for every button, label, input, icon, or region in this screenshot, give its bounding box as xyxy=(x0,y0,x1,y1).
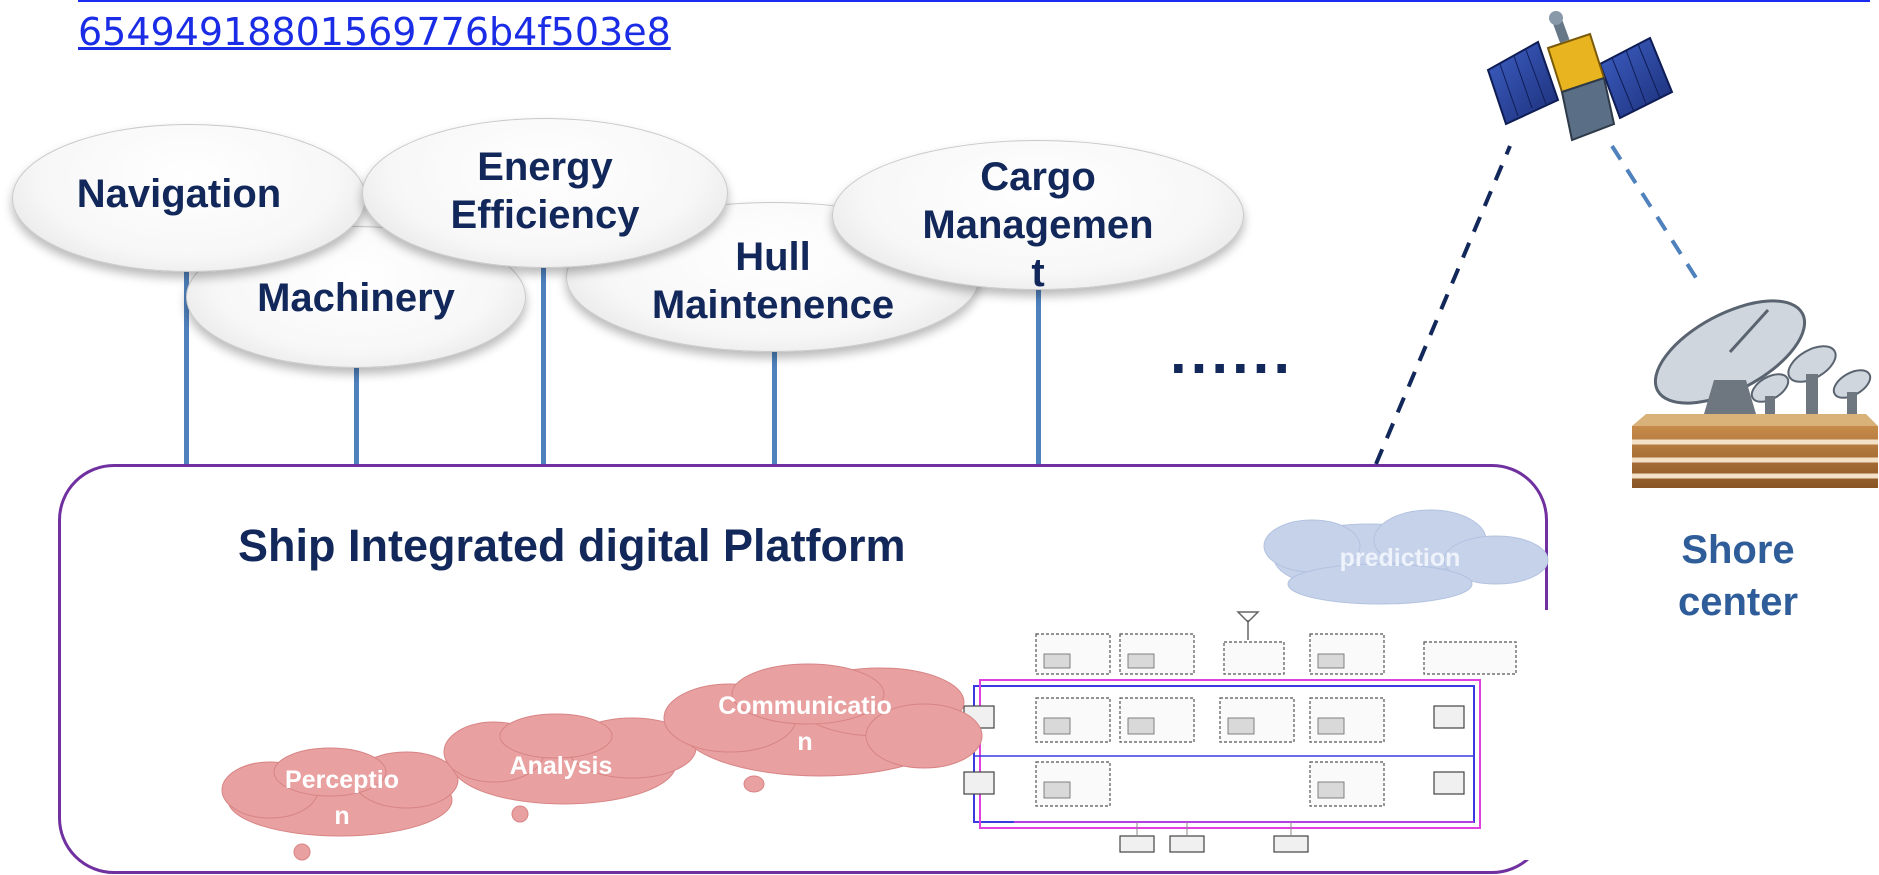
perception-cloud xyxy=(221,747,459,861)
prediction-cloud xyxy=(1263,509,1549,605)
analysis-cloud xyxy=(443,713,697,823)
satellite-icon xyxy=(1486,11,1674,142)
shore-center-label: Shore center xyxy=(1677,528,1799,624)
platform-title: Ship Integrated digital Platform xyxy=(238,520,906,571)
connector-energy xyxy=(541,262,546,468)
navigation-label: Navigation xyxy=(76,172,282,216)
navigation-ellipse: Navigation xyxy=(12,124,366,272)
hull-label: Hull Maintenence xyxy=(651,235,895,327)
uplink-dashed-line xyxy=(1374,145,1512,465)
energy-efficiency-ellipse: Energy Efficiency xyxy=(362,118,728,268)
communication-label: Communicatio n xyxy=(718,692,892,756)
connector-navigation xyxy=(184,270,189,468)
machinery-label: Machinery xyxy=(257,276,455,320)
cargo-label: Cargo Managemen t xyxy=(922,155,1154,295)
cargo-ellipse: Cargo Managemen t xyxy=(832,140,1244,295)
connector-cargo xyxy=(1036,288,1041,468)
connector-machinery xyxy=(354,366,359,468)
more-applications-marker: ...... xyxy=(1170,319,1295,386)
network-schematic xyxy=(944,610,1556,860)
prediction-label: prediction xyxy=(1339,544,1461,572)
id-link[interactable]: 65494918801569776b4f503e8 xyxy=(78,10,671,54)
perception-label: Perceptio n xyxy=(285,766,399,830)
communication-cloud xyxy=(663,663,983,793)
top-rule xyxy=(78,0,1870,2)
energy-efficiency-label: Energy Efficiency xyxy=(450,145,640,237)
analysis-label: Analysis xyxy=(509,752,613,780)
connector-hull xyxy=(772,346,777,468)
downlink-dashed-line xyxy=(1610,144,1702,286)
ground-station-icon xyxy=(1632,299,1878,488)
